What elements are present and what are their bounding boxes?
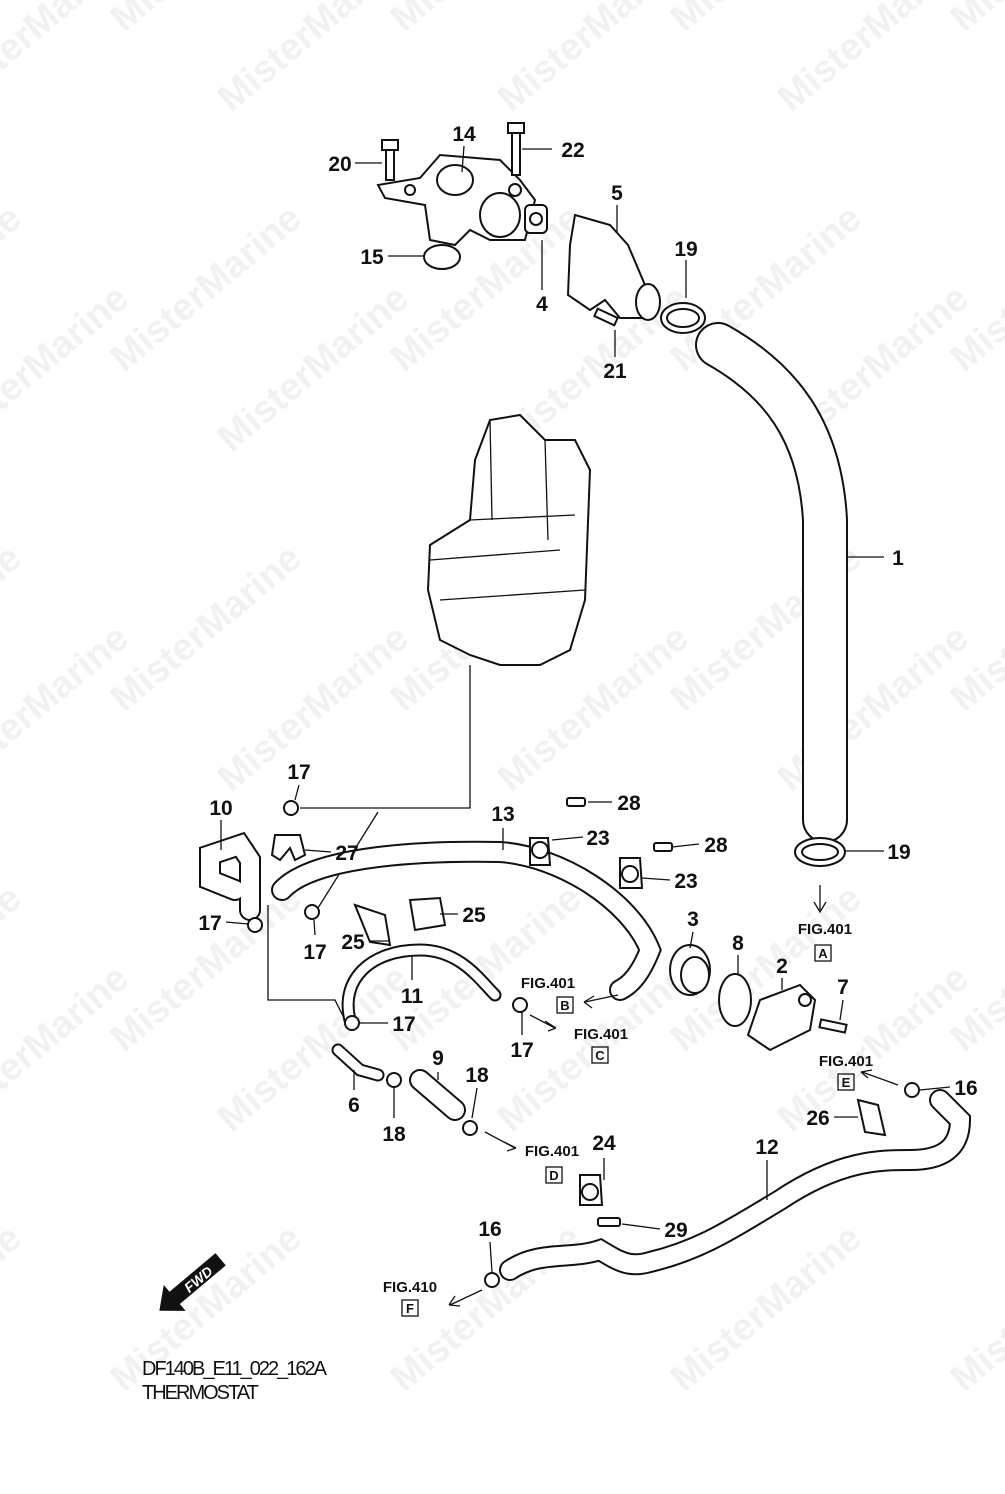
callout-19: 19	[674, 238, 697, 261]
callout-17: 17	[303, 941, 326, 964]
callouts: 20 14 22 5 19 15 4 21 1 17 10 13 28 23 2…	[198, 123, 977, 1242]
callout-23: 23	[674, 870, 697, 893]
fig-ref-label: FIG.401	[819, 1053, 873, 1070]
callout-27: 27	[335, 842, 358, 865]
watermark-text: MisterMarine	[770, 0, 977, 120]
callout-4: 4	[536, 293, 548, 316]
fig-ref-label: FIG.401	[525, 1143, 579, 1160]
hose-part	[695, 322, 848, 843]
bolt-part	[507, 122, 525, 176]
callout-11: 11	[401, 985, 424, 1008]
fig-ref-b[interactable]: FIG.401 B	[521, 975, 575, 1014]
callout-3: 3	[687, 908, 699, 931]
thermostat-part	[669, 944, 711, 996]
callout-9: 9	[432, 1047, 444, 1070]
fig-ref-label: FIG.401	[798, 921, 852, 938]
callout-16: 16	[954, 1077, 977, 1100]
bolt-part	[818, 1018, 848, 1034]
watermark-text: MisterMarine	[943, 0, 1005, 40]
callout-18: 18	[382, 1123, 406, 1146]
fig-ref-label: FIG.410	[383, 1279, 437, 1296]
callout-10: 10	[209, 797, 232, 820]
callout-17: 17	[510, 1039, 533, 1062]
housing-cover-part	[566, 213, 661, 321]
diagram-title: THERMOSTAT	[142, 1382, 259, 1404]
fig-ref-box: A	[818, 946, 828, 961]
fig-ref-label: FIG.401	[574, 1026, 628, 1043]
callout-14: 14	[452, 123, 476, 146]
watermark-text: MisterMarine	[210, 0, 417, 120]
callout-7: 7	[837, 976, 849, 999]
hose-part	[499, 1089, 972, 1281]
callout-28: 28	[617, 792, 641, 815]
fig-ref-box: B	[560, 998, 569, 1013]
engine-block-part	[426, 413, 592, 666]
callout-17: 17	[287, 761, 310, 784]
callout-17: 17	[392, 1013, 415, 1036]
callout-16: 16	[478, 1218, 501, 1241]
bolt-part	[593, 307, 619, 327]
watermark-text: MisterMarine	[490, 0, 697, 120]
watermark-text: MisterMarine	[0, 1217, 30, 1400]
fig-ref-a[interactable]: FIG.401 A	[798, 921, 852, 962]
joint-part	[331, 1043, 385, 1082]
thermostat-housing-part	[376, 153, 537, 247]
hose-part	[409, 1069, 466, 1121]
callout-18: 18	[465, 1064, 489, 1087]
callout-29: 29	[664, 1219, 687, 1242]
callout-15: 15	[360, 246, 384, 269]
callout-28: 28	[704, 834, 728, 857]
watermark-text: MisterMarine	[103, 877, 310, 1060]
watermark-text: MisterMarine	[210, 277, 417, 460]
callout-26: 26	[806, 1107, 829, 1130]
callout-17: 17	[198, 912, 221, 935]
callout-22: 22	[561, 139, 584, 162]
watermark-text: MisterMarine	[0, 277, 137, 460]
fig-ref-c[interactable]: FIG.401 C	[574, 1026, 628, 1064]
watermark-text: MisterMarine	[210, 957, 417, 1140]
fig-ref-box: C	[595, 1048, 605, 1063]
callout-1: 1	[892, 547, 904, 570]
fig-ref-e[interactable]: FIG.401 E	[819, 1053, 873, 1091]
watermark-text: MisterMarine	[103, 537, 310, 720]
callout-8: 8	[732, 932, 744, 955]
callout-12: 12	[755, 1136, 778, 1159]
watermark-text: MisterMarine	[0, 957, 137, 1140]
hose-clamp-part	[794, 837, 846, 867]
fig-ref-d[interactable]: FIG.401 D	[525, 1143, 579, 1184]
callout-6: 6	[348, 1094, 360, 1117]
cover-part	[746, 983, 817, 1052]
fig-ref-f[interactable]: FIG.410 F	[383, 1279, 437, 1317]
callout-5: 5	[611, 182, 623, 205]
leader-lines	[220, 145, 951, 1307]
hose-clamp-part	[660, 302, 706, 334]
watermark-text: MisterMarine	[943, 1217, 1005, 1400]
fig-ref-box: D	[549, 1168, 558, 1183]
callout-23: 23	[586, 827, 609, 850]
o-ring-part	[423, 244, 461, 270]
fig-ref-box: E	[842, 1075, 851, 1090]
thermostat-part	[524, 204, 548, 234]
callout-24: 24	[592, 1132, 616, 1155]
watermark-text: MisterMarine	[210, 617, 417, 800]
bolt-part	[381, 139, 399, 181]
diagram-code: DF140B_E11_022_162A	[142, 1358, 328, 1380]
fig-ref-label: FIG.401	[521, 975, 575, 992]
callout-19: 19	[887, 841, 910, 864]
callout-20: 20	[328, 153, 351, 176]
hose-part	[341, 943, 502, 1027]
fig-ref-box: F	[406, 1301, 414, 1316]
hose-part	[199, 831, 261, 921]
callout-25: 25	[462, 904, 486, 927]
clips	[247, 797, 920, 1288]
callout-25: 25	[341, 931, 365, 954]
o-ring-part	[718, 973, 752, 1027]
callout-2: 2	[776, 955, 788, 978]
callout-21: 21	[603, 360, 627, 383]
watermark-text: MisterMarine	[770, 617, 977, 800]
callout-13: 13	[491, 803, 514, 826]
watermark-text: MisterMarine	[0, 617, 137, 800]
watermark-text: MisterMarine	[103, 197, 310, 380]
